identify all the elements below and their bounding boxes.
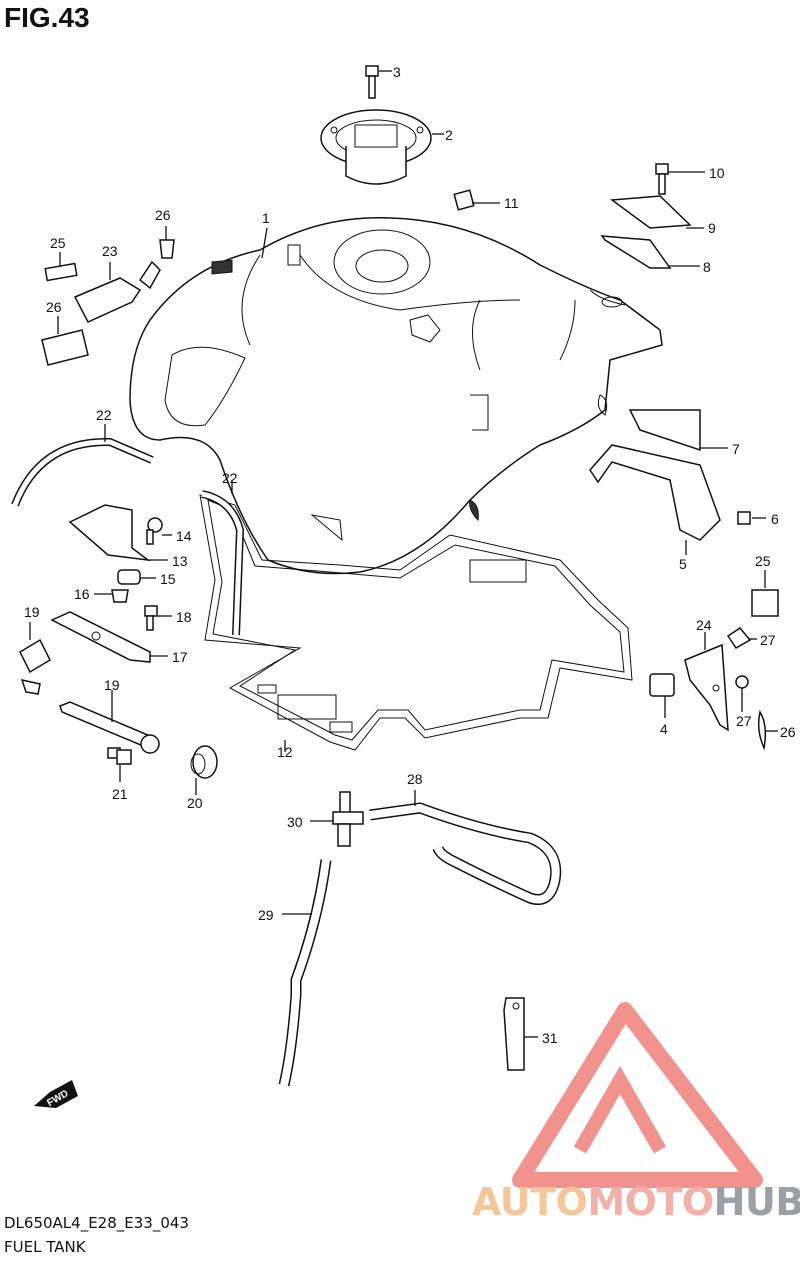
part-21-bolt	[107, 747, 132, 782]
part-24-bracket	[684, 632, 729, 732]
callout-25-right: 25	[755, 553, 771, 569]
part-17-plate	[50, 611, 168, 663]
part-26-sheet-right	[757, 710, 778, 751]
callout-30: 29	[258, 907, 274, 923]
part-31-joint	[310, 791, 364, 847]
part-8-plate	[600, 235, 700, 269]
part-14-bolt	[146, 517, 172, 545]
part-13-bracket	[68, 504, 168, 562]
callout-4: 4	[660, 721, 668, 737]
part-6-bolt	[737, 511, 766, 525]
callout-2: 2	[445, 127, 453, 143]
part-22-hose-center	[201, 490, 245, 636]
watermark-logo	[512, 1002, 763, 1188]
callout-16: 16	[74, 586, 90, 602]
callout-3: 3	[393, 64, 401, 80]
part-28-bolt	[735, 675, 749, 712]
part-9-bracket	[609, 195, 704, 229]
callout-27-left: 26	[155, 207, 171, 223]
callout-19-strap: 19	[104, 677, 120, 693]
part-2-fuel-cap	[320, 109, 444, 185]
callout-31: 30	[287, 814, 303, 830]
part-18-bolt	[144, 605, 172, 631]
part-26-sheet-left	[41, 316, 89, 366]
watermark-part-2: MOTO	[587, 1180, 714, 1224]
callout-29: 28	[407, 771, 423, 787]
part-20-damper	[190, 745, 218, 795]
callout-14: 14	[176, 528, 192, 544]
callout-24: 24	[696, 617, 712, 633]
part-27-cushion-right	[726, 627, 757, 649]
part-23-tool-tray	[73, 260, 161, 323]
callout-1: 1	[262, 210, 270, 226]
part-32-clamp	[503, 997, 538, 1071]
fwd-arrow-icon: FWD	[34, 1080, 78, 1109]
part-3-bolt	[365, 65, 392, 99]
part-7-cushion	[628, 409, 728, 452]
callout-5: 5	[679, 556, 687, 572]
callout-25-left: 25	[50, 235, 66, 251]
callout-22-left: 22	[96, 407, 112, 423]
part-5-bracket	[589, 444, 721, 555]
part-10-bolt	[655, 163, 705, 195]
part-22-hose-left	[11, 424, 154, 507]
part-30-hose	[278, 859, 332, 1087]
callout-13: 13	[172, 553, 188, 569]
callout-9: 9	[708, 220, 716, 236]
part-25-label-left	[44, 262, 78, 282]
part-25-label-right	[751, 589, 779, 617]
callout-20: 20	[187, 795, 203, 811]
diagram-title: FUEL TANK	[4, 1238, 86, 1256]
watermark-text: AUTOMOTOHUB	[472, 1180, 800, 1224]
callout-32: 31	[542, 1030, 558, 1046]
part-19-clip-left	[19, 622, 51, 695]
callout-6: 6	[771, 511, 779, 527]
part-19-strap	[59, 690, 160, 754]
callout-8: 8	[703, 259, 711, 275]
diagram-code: DL650AL4_E28_E33_043	[4, 1214, 189, 1232]
part-11-cushion	[453, 189, 500, 211]
callout-28: 27	[736, 713, 752, 729]
watermark-part-1: AUTO	[472, 1180, 588, 1224]
callout-19-left: 19	[24, 604, 40, 620]
callout-23: 23	[102, 243, 118, 259]
callout-27-right: 27	[760, 632, 776, 648]
callout-10: 10	[709, 165, 725, 181]
part-15-grommet	[117, 569, 156, 585]
part-12-gasket	[199, 494, 633, 751]
part-1-fuel-tank	[129, 217, 663, 575]
callout-26-right: 26	[780, 724, 796, 740]
part-27-cushion-left	[159, 226, 175, 259]
part-29-hose	[369, 790, 562, 905]
callout-7: 7	[732, 441, 740, 457]
watermark-part-3: HUB	[713, 1180, 800, 1224]
figure-title: FIG.43	[4, 2, 90, 33]
callouts: 3 2 10 11 9 1 8 26 25 23 26 22 7 22 14 6…	[24, 64, 796, 1046]
callout-21: 21	[112, 786, 128, 802]
callout-17: 17	[172, 649, 188, 665]
callout-26-left: 26	[46, 299, 62, 315]
part-4-cushion	[649, 673, 675, 718]
callout-15: 15	[160, 571, 176, 587]
callout-12: 12	[277, 744, 293, 760]
callout-18: 18	[176, 609, 192, 625]
callout-22-center: 22	[222, 470, 238, 486]
part-16-spacer	[94, 589, 129, 603]
callout-11: 11	[504, 195, 519, 211]
